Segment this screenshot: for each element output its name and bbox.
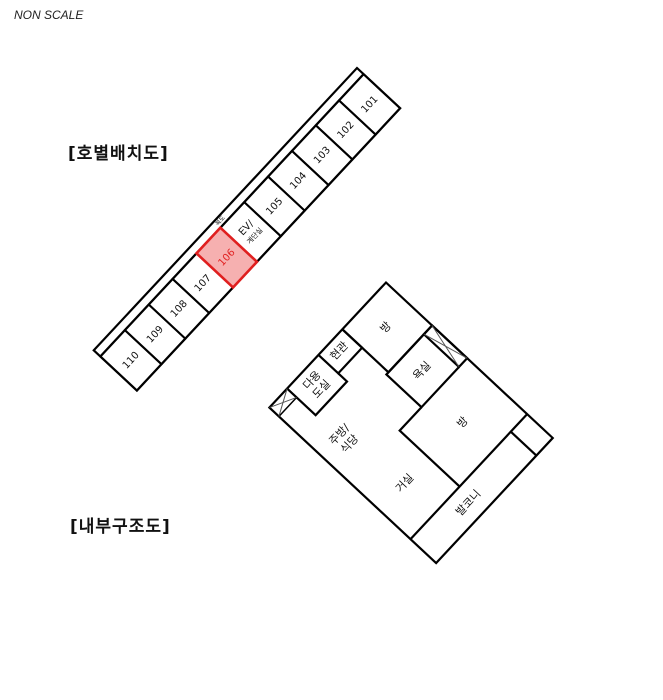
unit-label: 107 — [193, 273, 214, 294]
unit-label: 101 — [359, 94, 380, 115]
unit-layout-title: [호별배치도] — [68, 144, 169, 164]
balcony-label: 발코니 — [453, 487, 483, 518]
living-label: 거실 — [393, 471, 416, 495]
unit-label: 108 — [169, 298, 190, 319]
unit-label: 109 — [145, 324, 166, 345]
room-top-label: 방 — [378, 319, 394, 335]
bathroom-walls — [384, 333, 460, 409]
shaft-cross-icon — [269, 396, 297, 409]
corridor-label: 복도 — [214, 214, 227, 227]
bathroom-label: 욕실 — [410, 359, 433, 383]
entrance-walls — [317, 328, 364, 375]
floor-plan-title: [내부구조도] — [70, 517, 171, 537]
room-right-label: 방 — [454, 414, 470, 430]
unit-label: 104 — [288, 170, 309, 191]
shaft-box — [268, 387, 298, 418]
plan-outline — [267, 280, 555, 565]
room-right-walls — [398, 406, 461, 488]
utility-walls — [286, 372, 349, 417]
unit-label: 110 — [121, 350, 142, 371]
unit-cell-highlighted — [194, 225, 259, 290]
unit-label: 103 — [312, 145, 333, 166]
non-scale-note: NON SCALE — [14, 8, 84, 22]
unit-label: 105 — [264, 196, 285, 217]
unit-label: 102 — [336, 120, 357, 141]
floor-plan-diagram: 방 욕실 방 현관 다용 도실 주방/ 식당 거실 발코니 — [267, 280, 555, 565]
duct-box — [422, 323, 469, 369]
unit-cell — [98, 328, 163, 392]
closet-wall — [510, 430, 538, 457]
balcony-wall — [409, 413, 528, 540]
duct-cross-icon — [423, 333, 468, 359]
